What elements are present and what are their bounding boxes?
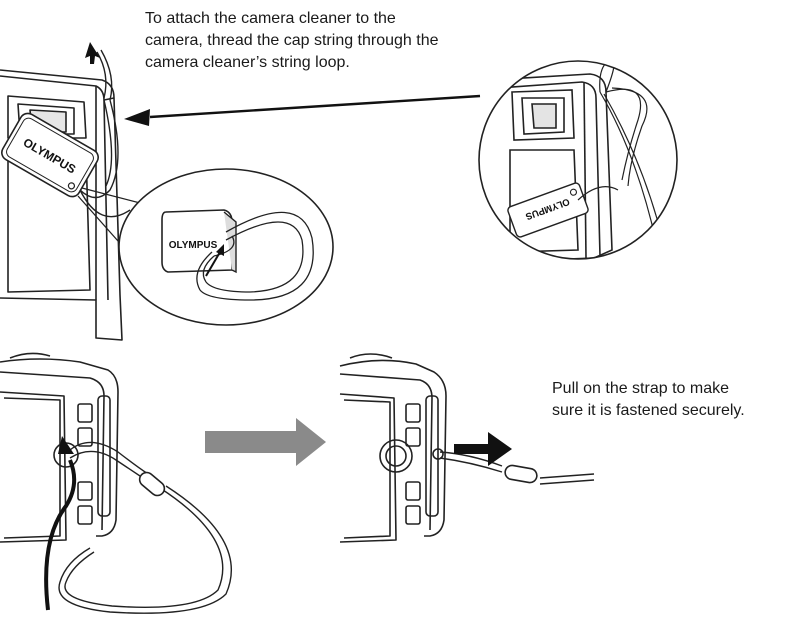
caption-line: sure it is fastened securely. <box>552 402 745 419</box>
camera-strap-threading <box>0 352 119 543</box>
pointer-arrow <box>124 94 481 126</box>
camera-cleaner-tag: OLYMPUS <box>1 112 99 198</box>
logo-text: OLYMPUS <box>169 240 218 251</box>
caption-line: camera cleaner’s string loop. <box>145 54 350 71</box>
attach-cleaner-caption: To attach the camera cleaner to the came… <box>145 8 545 74</box>
string-loop-detail: OLYMPUS <box>77 168 334 326</box>
pull-strap-caption: Pull on the strap to make sure it is fas… <box>552 378 784 422</box>
threading-arrow <box>44 436 77 611</box>
caption-line: Pull on the strap to make <box>552 380 729 397</box>
wrist-strap <box>58 441 233 614</box>
up-arrow-icon <box>85 42 100 64</box>
strap-toggle <box>138 471 166 497</box>
right-arrow-icon <box>205 418 326 466</box>
camera-strap-attached <box>339 353 447 543</box>
right-arrow-icon <box>454 432 512 466</box>
caption-line: camera, thread the cap string through th… <box>145 32 439 49</box>
camera-side-view <box>0 69 123 341</box>
closeup-circle: OLYMPUS <box>478 60 678 260</box>
cap-string <box>79 49 131 218</box>
caption-line: To attach the camera cleaner to the <box>145 10 396 27</box>
attached-strap <box>439 451 595 485</box>
camera-cleaner-tag-closeup: OLYMPUS <box>507 182 589 238</box>
strap-toggle <box>504 464 538 484</box>
